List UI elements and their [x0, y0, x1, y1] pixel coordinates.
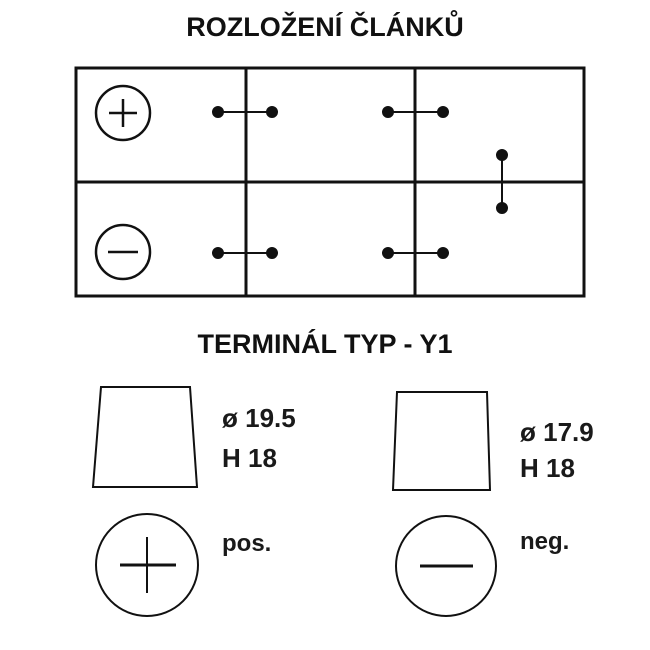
positive-pole-icon — [94, 84, 152, 142]
positive-height: H 18 — [222, 443, 277, 473]
negative-label: neg. — [520, 528, 570, 555]
diagram-title: ROZLOŽENÍ ČLÁNKŮ — [186, 12, 464, 42]
terminal-type-title: TERMINÁL TYP - Y1 — [197, 329, 453, 359]
negative-terminal-shape — [391, 391, 492, 491]
negative-pole-icon — [94, 223, 152, 281]
negative-terminal-icon — [395, 515, 497, 617]
positive-terminal-icon — [95, 513, 199, 617]
positive-label: pos. — [222, 530, 272, 557]
positive-terminal-shape — [91, 386, 199, 488]
negative-diameter: ø 17.9 — [520, 417, 594, 447]
negative-height: H 18 — [520, 453, 575, 483]
positive-diameter: ø 19.5 — [222, 403, 296, 433]
cell-grid — [74, 66, 586, 298]
cell-connectors — [212, 106, 508, 259]
